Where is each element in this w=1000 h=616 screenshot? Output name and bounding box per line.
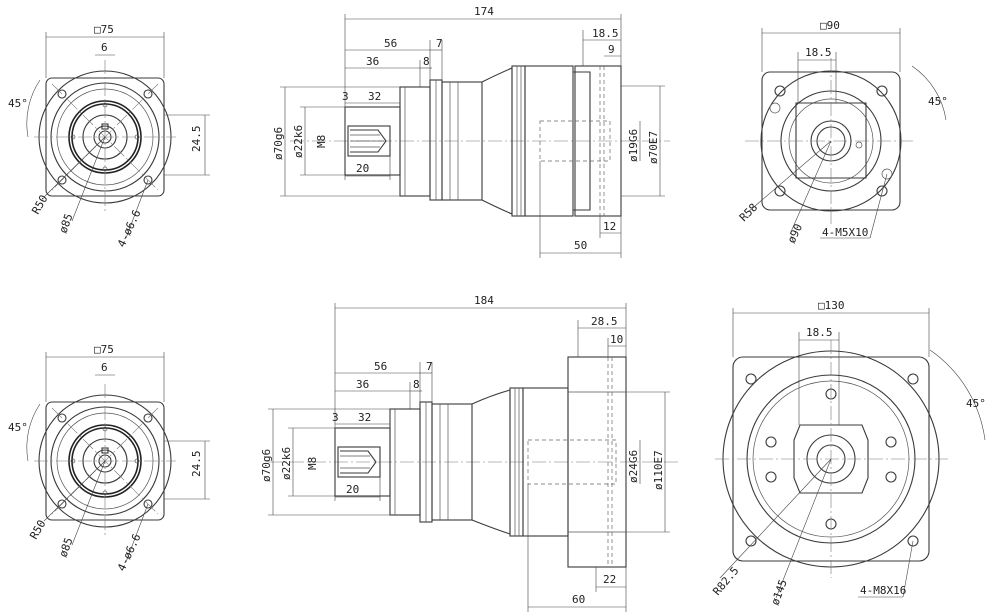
- top-side-d3-label: 3: [342, 90, 349, 103]
- bottom-side-shaft-label: ø22k6: [280, 447, 293, 480]
- bottom-rear-square-label: □130: [818, 299, 845, 312]
- top-front-keyway-label: 6: [101, 41, 108, 54]
- top-rear-view: □90 18.5 45° R58 ø90 4-M5X10: [737, 19, 948, 245]
- bottom-side-thread-label: M8: [306, 457, 319, 470]
- bottom-front-pcd-label: ø85: [57, 536, 76, 559]
- bottom-rear-view: □130 18.5 45° R82.5 ø145 4-M8X16: [710, 299, 986, 607]
- bottom-side-overall-label: 184: [474, 294, 494, 307]
- bottom-side-d285-label: 28.5: [591, 315, 618, 328]
- top-front-holes-label: 4-ø6.6: [115, 208, 144, 250]
- bottom-side-d10-label: 10: [610, 333, 623, 346]
- top-side-d12-label: 12: [603, 220, 616, 233]
- top-side-d50-label: 50: [574, 239, 587, 252]
- bottom-front-radius-label: R50: [27, 518, 48, 542]
- top-side-d7-label: 7: [436, 37, 443, 50]
- bottom-side-d32-label: 32: [358, 411, 371, 424]
- top-side-shaft-label: ø22k6: [292, 125, 305, 158]
- bottom-front-keyway-label: 6: [101, 361, 108, 374]
- top-side-d9-label: 9: [608, 43, 615, 56]
- bottom-rear-angle-label: 45°: [966, 397, 986, 410]
- bottom-side-d56-label: 56: [374, 360, 387, 373]
- bottom-side-flange-pilot-label: ø110E7: [652, 450, 665, 490]
- top-rear-holes-label: 4-M5X10: [822, 226, 868, 239]
- bottom-rear-radius-label: R82.5: [710, 564, 741, 598]
- top-rear-square-label: □90: [820, 19, 840, 32]
- bottom-front-view: □75 6 45° 24.5 R50 ø85 4-ø6.6: [8, 343, 210, 573]
- top-side-pilot-label: ø70g6: [272, 127, 285, 160]
- top-side-overall-label: 174: [474, 5, 494, 18]
- top-side-view: 174 56 7 36 8 3 32 20 18.5 9 12 50 ø7: [272, 5, 670, 258]
- bottom-side-d22-label: 22: [603, 573, 616, 586]
- bottom-rear-pcd-label: ø145: [769, 578, 790, 607]
- top-side-bore-label: ø19G6: [627, 129, 640, 162]
- top-side-thread-label: M8: [315, 135, 328, 148]
- bottom-side-view: 184 56 7 36 8 3 32 20 28.5 10 22 60: [260, 294, 680, 612]
- bottom-side-d60-label: 60: [572, 593, 585, 606]
- top-front-view: □75 6 45° 24.5 R50 ø85 4-ø6.6: [8, 23, 210, 249]
- top-front-radius-label: R50: [29, 193, 50, 217]
- top-side-d36-label: 36: [366, 55, 379, 68]
- bottom-rear-d185-label: 18.5: [806, 326, 833, 339]
- top-rear-pcd-label: ø90: [785, 222, 805, 246]
- bottom-side-d36-label: 36: [356, 378, 369, 391]
- bottom-side-d3-label: 3: [332, 411, 339, 424]
- top-side-flange-pilot-label: ø70E7: [647, 131, 660, 164]
- bottom-side-pilot-label: ø70g6: [260, 449, 273, 482]
- top-rear-angle-label: 45°: [928, 95, 948, 108]
- bottom-side-bore-label: ø24G6: [627, 450, 640, 483]
- bottom-front-angle-label: 45°: [8, 421, 28, 434]
- top-front-square-label: □75: [94, 23, 114, 36]
- top-front-angle-label: 45°: [8, 97, 28, 110]
- top-side-d32-label: 32: [368, 90, 381, 103]
- top-front-height-label: 24.5: [190, 126, 203, 153]
- bottom-side-d7-label: 7: [426, 360, 433, 373]
- bottom-side-d8-label: 8: [413, 378, 420, 391]
- top-side-d185-label: 18.5: [592, 27, 619, 40]
- bottom-side-d20-label: 20: [346, 483, 359, 496]
- bottom-front-square-label: □75: [94, 343, 114, 356]
- top-side-d8-label: 8: [423, 55, 430, 68]
- top-rear-d185-label: 18.5: [805, 46, 832, 59]
- bottom-front-height-label: 24.5: [190, 451, 203, 478]
- top-front-pcd-label: ø85: [57, 212, 76, 235]
- bottom-front-holes-label: 4-ø6.6: [115, 532, 144, 574]
- bottom-rear-holes-label: 4-M8X16: [860, 584, 906, 597]
- top-side-d56-label: 56: [384, 37, 397, 50]
- top-side-d20-label: 20: [356, 162, 369, 175]
